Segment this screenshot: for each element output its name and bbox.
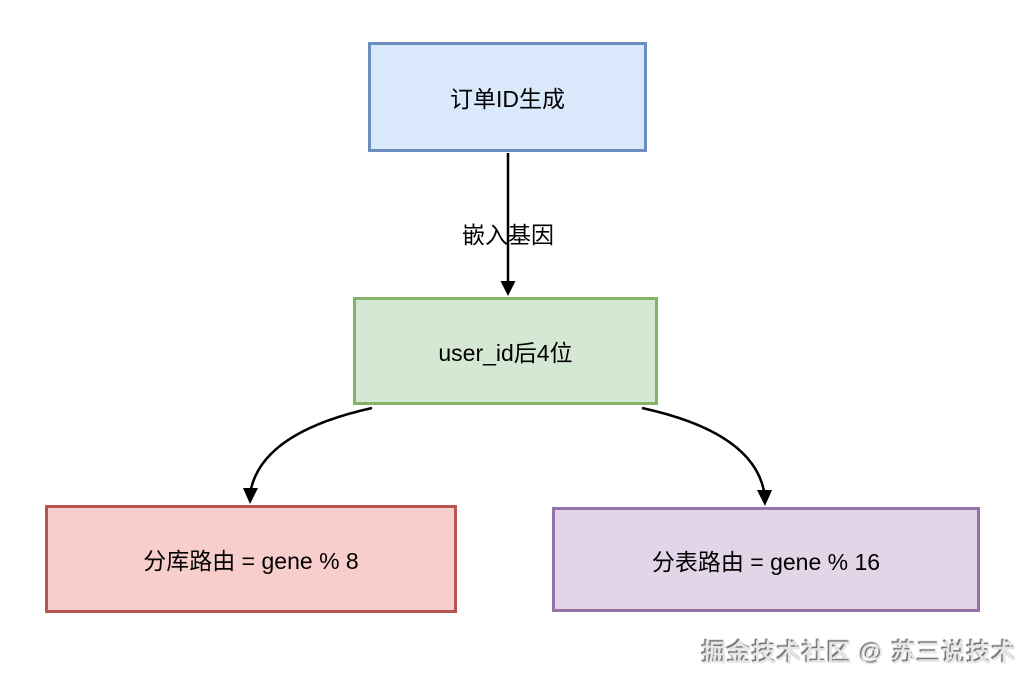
node-order-id-generation-label: 订单ID生成 [450,86,565,112]
watermark: 掘金技术社区 @ 苏三说技术 [702,640,1017,667]
edge-label-embed-gene: 嵌入基因 [462,222,554,248]
edge-to-db-route-line [249,406,373,490]
arrowhead-down-icon [757,490,772,506]
edge-to-table-route [641,406,772,506]
node-user-id-last4-label: user_id后4位 [438,340,573,366]
arrowhead-down-icon [243,488,258,504]
edge-to-db-route [243,406,373,504]
arrowhead-down-icon [500,281,516,296]
node-db-route: 分库路由 = gene % 8 [45,505,457,613]
node-db-route-label: 分库路由 = gene % 8 [143,548,359,574]
node-table-route-label: 分表路由 = gene % 16 [651,548,881,575]
edge-to-table-route-line [641,406,766,492]
node-table-route: 分表路由 = gene % 16 [552,507,980,612]
node-order-id-generation: 订单ID生成 [368,42,647,152]
node-user-id-last4: user_id后4位 [353,297,658,405]
